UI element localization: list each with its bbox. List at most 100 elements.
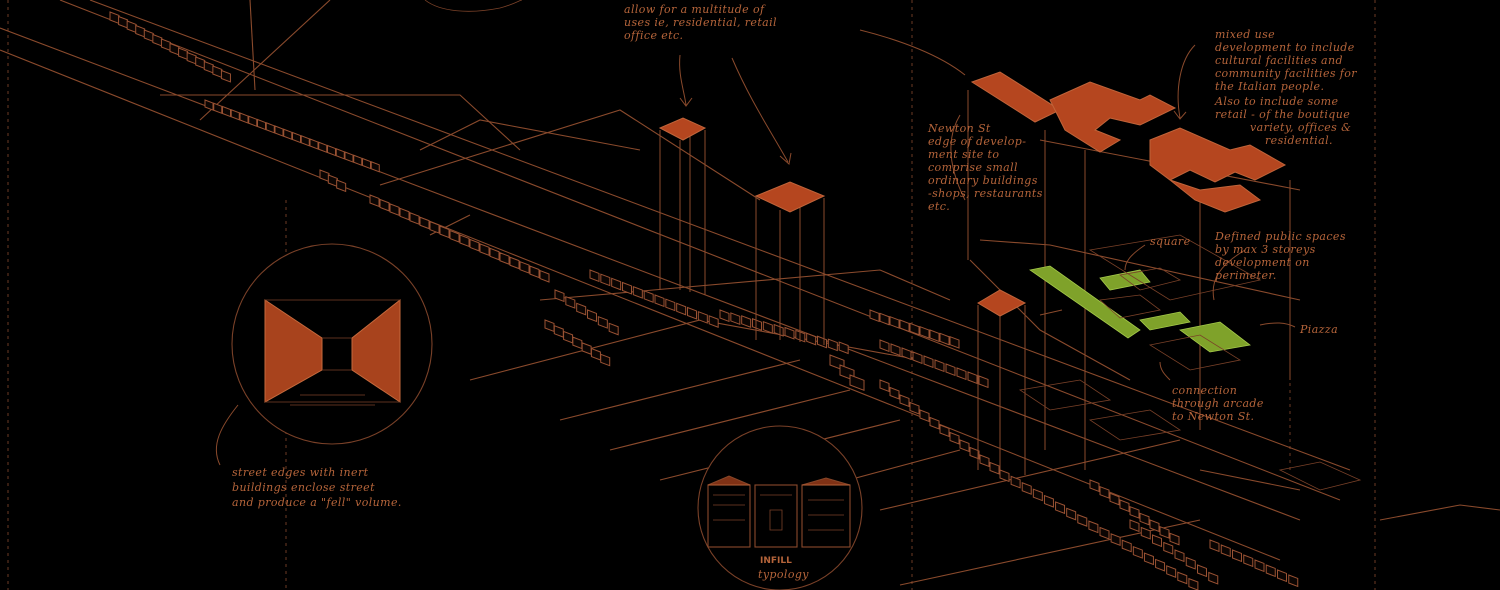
row-building bbox=[1174, 549, 1185, 563]
row-building bbox=[459, 234, 470, 248]
row-building bbox=[565, 295, 576, 309]
row-building bbox=[643, 290, 654, 303]
row-building bbox=[889, 315, 900, 329]
row-building bbox=[1055, 501, 1066, 515]
row-building bbox=[576, 302, 587, 316]
row-building bbox=[169, 42, 180, 56]
row-building bbox=[1288, 574, 1299, 588]
row-building bbox=[762, 320, 773, 334]
row-building bbox=[489, 247, 500, 261]
note-mixed-use-line-9: residential. bbox=[1265, 134, 1333, 147]
row-building bbox=[1220, 544, 1231, 558]
row-building bbox=[135, 24, 146, 38]
note-mixed-use-line-2: development to include bbox=[1215, 41, 1355, 54]
note-public-spaces-line-3: development on bbox=[1215, 256, 1310, 269]
row-building bbox=[186, 51, 197, 65]
row-building bbox=[919, 325, 930, 339]
row-building bbox=[687, 306, 697, 320]
row-building bbox=[949, 335, 960, 349]
note-mixed-use-line-5: the Italian people. bbox=[1215, 80, 1324, 93]
row-building bbox=[439, 225, 450, 239]
row-building bbox=[589, 269, 600, 283]
row-building bbox=[901, 347, 912, 361]
row-building bbox=[1032, 488, 1043, 502]
row-building bbox=[1143, 552, 1154, 566]
row-building bbox=[1177, 571, 1188, 585]
note-public-spaces-line-2: by max 3 storeys bbox=[1215, 243, 1316, 256]
row-buildings bbox=[109, 11, 1299, 590]
row-building bbox=[817, 335, 827, 349]
note-street-edges-line-3: and produce a "fell" volume. bbox=[232, 496, 402, 509]
row-building bbox=[719, 309, 730, 323]
row-building bbox=[889, 386, 900, 400]
row-building bbox=[369, 194, 380, 208]
top-circle-fragment bbox=[424, 0, 523, 12]
note-newton-st-line-6: -shops, restaurants bbox=[928, 187, 1043, 200]
row-building bbox=[292, 131, 301, 144]
row-building bbox=[1155, 558, 1166, 572]
note-street-edges: street edges with inert buildings enclos… bbox=[232, 466, 402, 509]
row-building bbox=[203, 60, 214, 74]
note-newton-st-line-1: Newton St bbox=[927, 122, 991, 135]
row-building bbox=[1021, 482, 1032, 495]
note-newton-st-line-2: edge of develop- bbox=[928, 135, 1026, 148]
row-building bbox=[1132, 545, 1143, 559]
row-building bbox=[1010, 475, 1021, 489]
note-street-edges-line-1: street edges with inert bbox=[232, 466, 369, 479]
tower-lower bbox=[977, 289, 1027, 475]
tower-middle bbox=[754, 181, 826, 345]
row-building bbox=[909, 322, 920, 336]
row-building bbox=[239, 112, 249, 124]
row-building bbox=[611, 277, 622, 291]
note-top-uses: allow for a multitude of uses ie, reside… bbox=[624, 3, 777, 42]
row-building bbox=[1129, 519, 1140, 533]
note-mixed-use-line-1: mixed use bbox=[1215, 28, 1275, 41]
row-building bbox=[949, 431, 960, 445]
row-building bbox=[212, 65, 223, 79]
row-building bbox=[309, 138, 319, 150]
row-building bbox=[399, 207, 410, 221]
note-connection: connection through arcade to Newton St. bbox=[1172, 384, 1263, 423]
note-newton-st-line-5: ordinary buildings bbox=[928, 174, 1038, 187]
row-building bbox=[1099, 526, 1110, 540]
row-building bbox=[600, 353, 611, 367]
row-building bbox=[590, 347, 601, 361]
row-building bbox=[879, 379, 890, 393]
row-building bbox=[335, 148, 345, 160]
row-building bbox=[554, 289, 565, 303]
note-mixed-use-line-8: variety, offices & bbox=[1250, 121, 1351, 134]
row-building bbox=[806, 332, 817, 346]
row-building bbox=[587, 309, 597, 323]
row-building bbox=[544, 319, 555, 333]
row-building bbox=[222, 105, 231, 118]
row-building bbox=[1119, 499, 1130, 513]
note-piazza: Piazza bbox=[1299, 323, 1338, 336]
row-building bbox=[676, 302, 687, 316]
row-building bbox=[752, 318, 762, 331]
tower-left bbox=[658, 117, 707, 295]
row-building bbox=[1129, 505, 1140, 519]
row-building bbox=[519, 260, 530, 274]
note-mixed-use-line-6: Also to include some bbox=[1214, 95, 1338, 108]
row-building bbox=[1139, 512, 1150, 526]
row-building bbox=[934, 359, 945, 373]
note-newton-st-line-3: ment site to bbox=[928, 148, 999, 161]
row-building bbox=[1197, 564, 1207, 578]
row-building bbox=[945, 363, 956, 377]
row-building bbox=[929, 416, 940, 430]
note-connection-line-3: to Newton St. bbox=[1172, 410, 1254, 423]
row-building bbox=[708, 315, 719, 328]
row-building bbox=[353, 154, 363, 167]
row-building bbox=[665, 298, 676, 312]
row-building bbox=[1088, 520, 1099, 534]
row-building bbox=[622, 281, 632, 295]
row-building bbox=[730, 312, 741, 326]
row-building bbox=[838, 341, 849, 355]
row-building bbox=[899, 319, 910, 333]
note-square: square bbox=[1150, 235, 1191, 248]
row-building bbox=[553, 324, 564, 338]
row-building bbox=[608, 322, 619, 336]
row-building bbox=[959, 439, 970, 453]
note-top-uses-line-1: allow for a multitude of bbox=[624, 3, 766, 16]
